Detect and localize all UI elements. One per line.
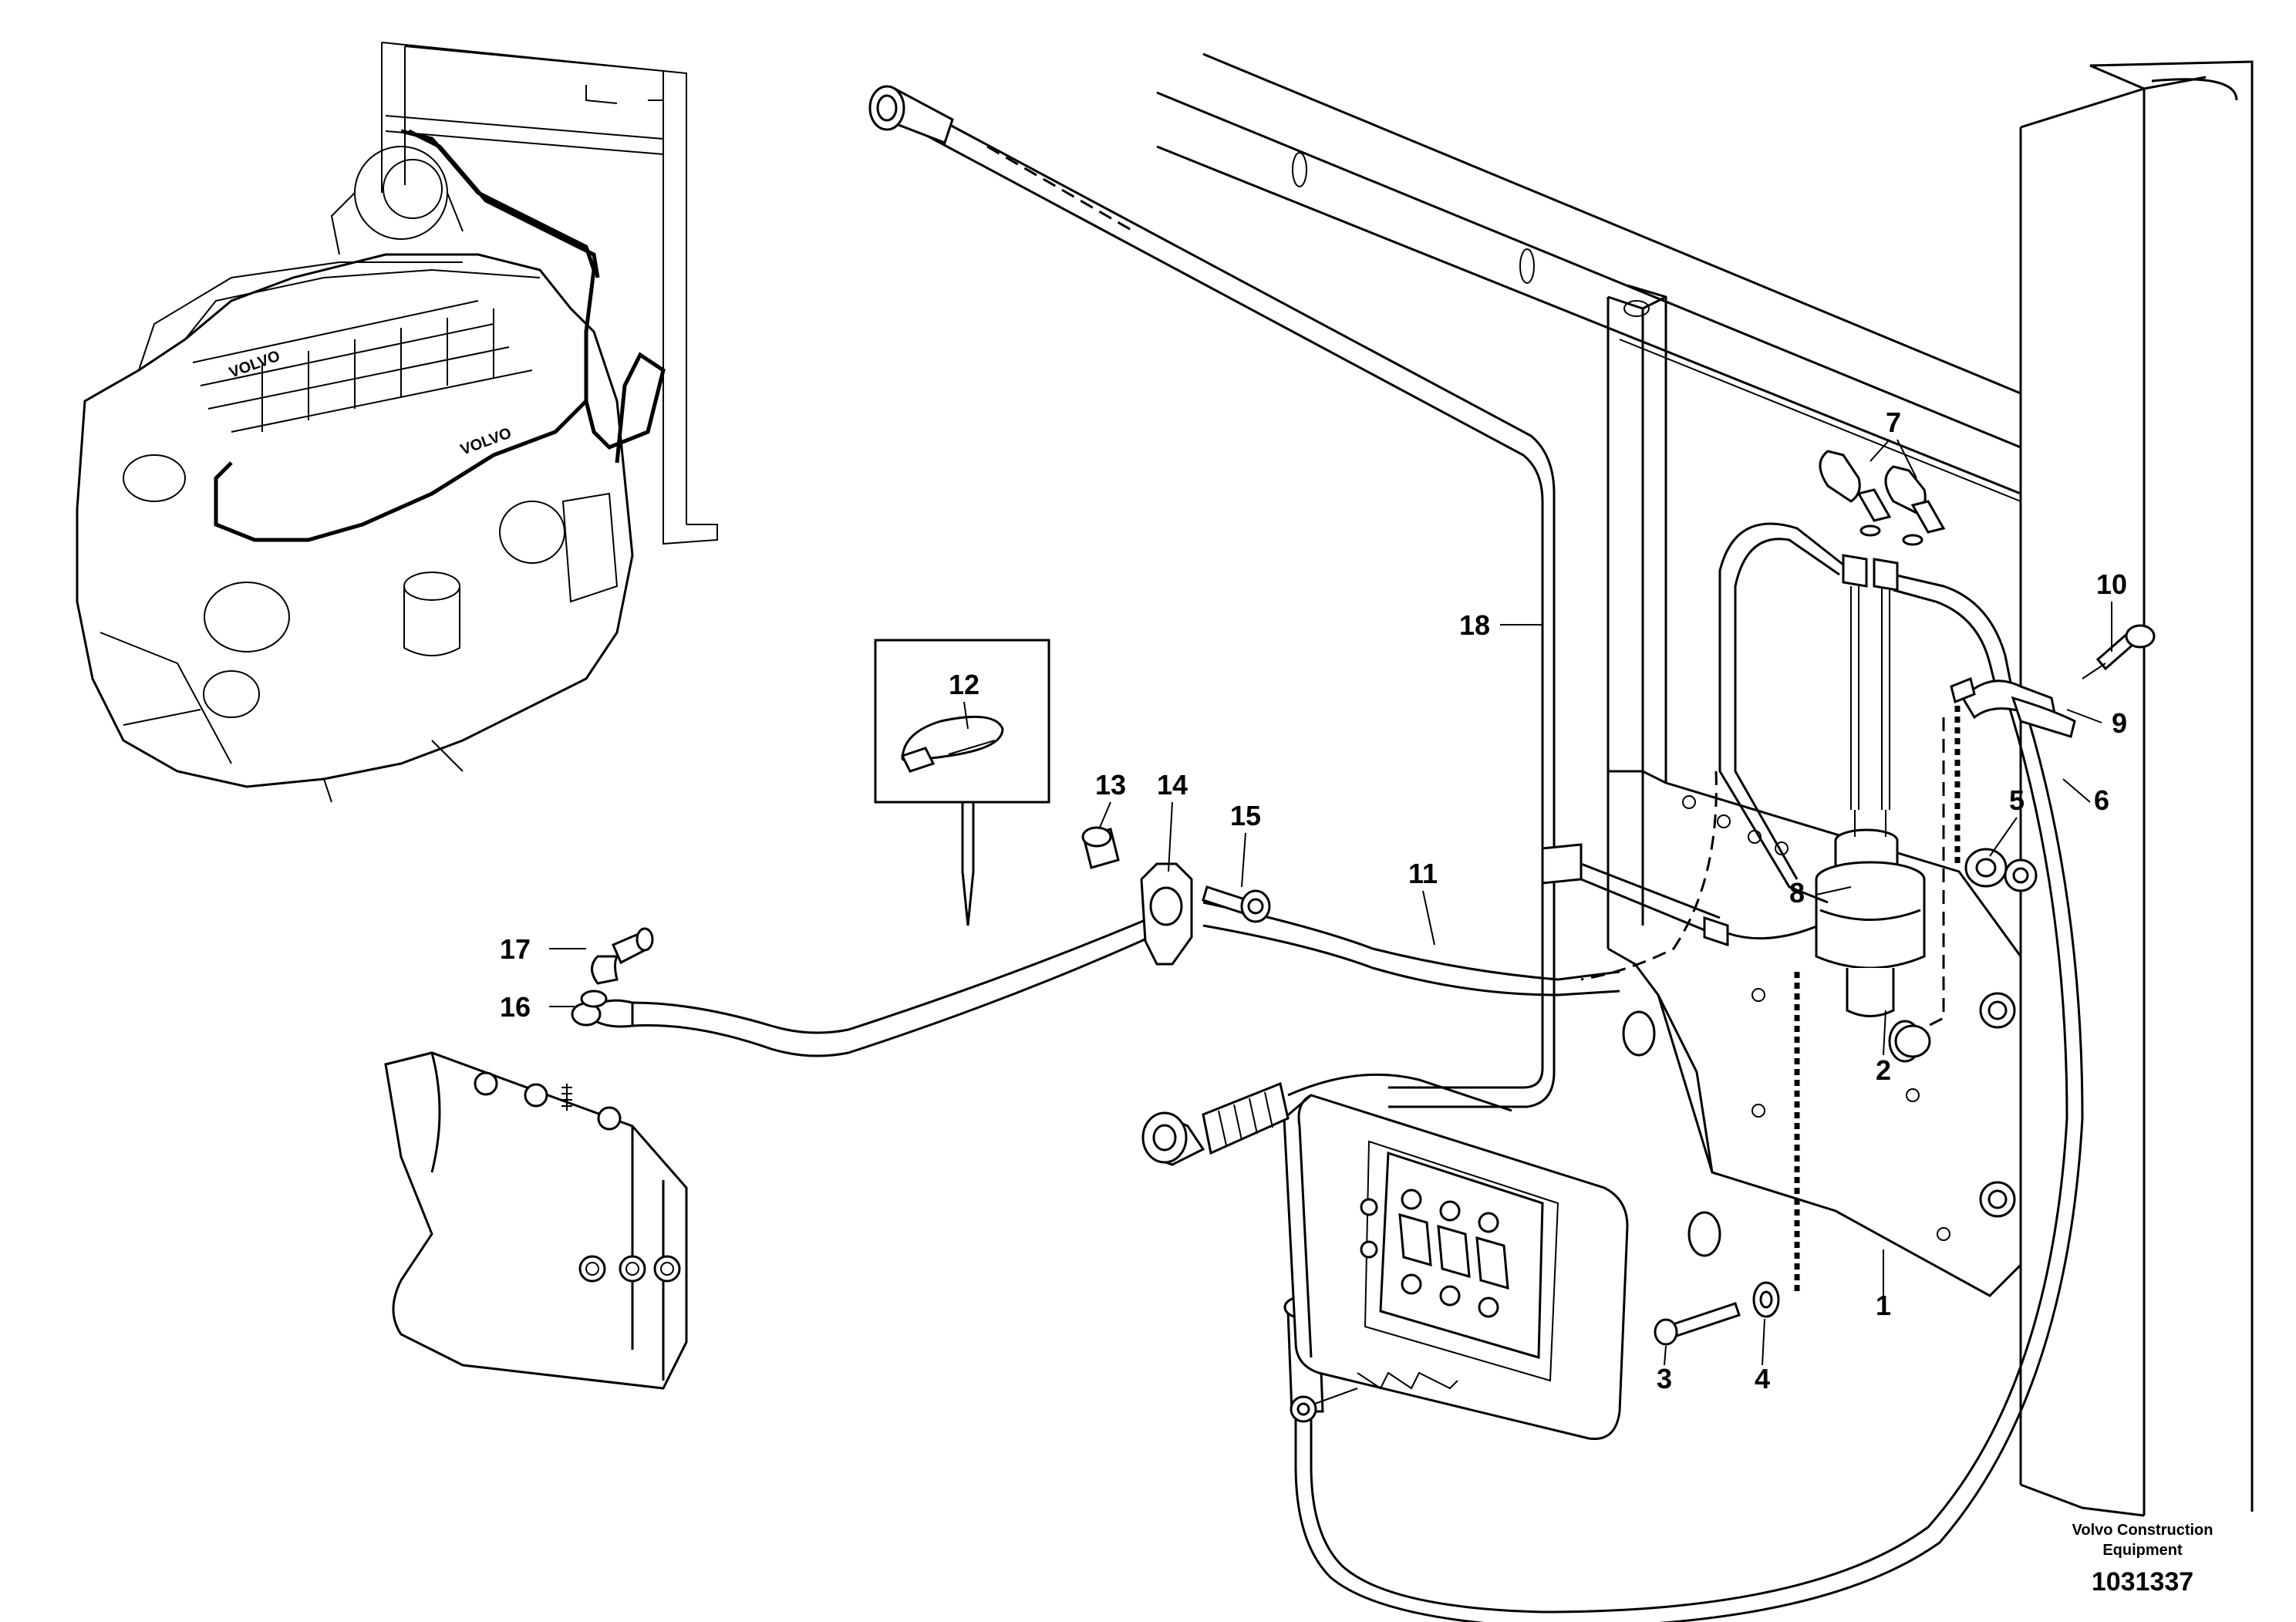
callout-18: 18 [1459,609,1490,641]
cable-18 [868,85,1556,1108]
callouts: 1 2 3 4 5 6 7 8 9 10 11 12 13 14 15 16 1… [500,406,2127,1394]
callout-9: 9 [2112,707,2127,739]
callout-11: 11 [1408,858,1438,889]
fasteners [1654,706,2038,1346]
battery [384,1051,688,1390]
leader-lines [549,439,2112,1366]
callout-13: 13 [1095,769,1126,801]
callout-16: 16 [500,991,531,1023]
part-number: 1031337 [2092,1567,2193,1597]
cable-tie-inset [874,639,1050,926]
battery-cable [571,912,1158,1057]
engine-overview: VOLVO VOLVO [76,42,718,803]
relay-2 [1718,450,2014,1017]
brand-line-2: Equipment [2102,1542,2183,1559]
callout-2: 2 [1876,1054,1891,1086]
callout-5: 5 [2009,784,2025,816]
footer: Volvo Construction Equipment 1031337 [2072,1522,2213,1597]
engine-brand-text-2: VOLVO [458,425,514,459]
callout-17: 17 [500,933,531,965]
callout-7: 7 [1886,406,1901,438]
fuse-box [1141,1073,1629,1441]
cable-11 [1202,843,1836,996]
brand-line-1: Volvo Construction [2072,1522,2213,1539]
callout-8: 8 [1789,877,1805,909]
callout-4: 4 [1755,1363,1770,1394]
callout-6: 6 [2094,784,2109,816]
callout-15: 15 [1230,800,1261,831]
callout-10: 10 [2096,568,2127,600]
callout-3: 3 [1657,1363,1672,1394]
frame-panel [1156,52,2254,1517]
clamp-9 [1950,624,2156,738]
callout-14: 14 [1157,769,1188,801]
clip-group [1081,826,1271,966]
callout-12: 12 [949,669,979,700]
callout-1: 1 [1876,1290,1891,1321]
